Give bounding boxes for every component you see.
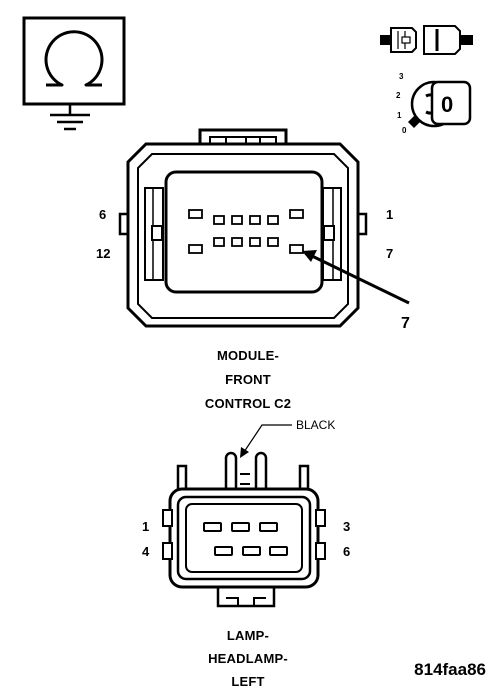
figure-id: 814faa86 (414, 660, 486, 679)
headlamp-name-line-3: LEFT (231, 674, 264, 689)
ignition-key-icon: 3 2 1 0 0 (396, 72, 472, 135)
wire-color-leader (243, 424, 292, 453)
c2-pin-label-7: 7 (386, 246, 393, 261)
ignition-position-label: 1 (397, 111, 402, 120)
c2-callout-pin-number: 7 (401, 315, 410, 332)
headlamp-pin-label-4: 4 (142, 544, 150, 559)
headlamp-pin-label-6: 6 (343, 544, 350, 559)
disconnect-connector-icon (380, 25, 473, 55)
headlamp-name-line-1: LAMP- (227, 628, 269, 643)
c2-name-line-1: MODULE- (217, 348, 279, 363)
headlamp-pin-label-3: 3 (343, 519, 350, 534)
ignition-position-label: 2 (396, 91, 401, 100)
headlamp-pin-label-1: 1 (142, 519, 149, 534)
c2-pin-label-12: 12 (96, 246, 110, 261)
module-front-control-c2-connector (118, 128, 368, 328)
c2-pin-label-6: 6 (99, 207, 106, 222)
ignition-position-label: 3 (399, 72, 404, 81)
ohmmeter-icon (22, 16, 126, 131)
c2-name-line-3: CONTROL C2 (205, 396, 291, 411)
wire-color-arrowhead (240, 447, 249, 458)
ignition-position-label: 0 (402, 126, 407, 135)
headlamp-name-line-2: HEADLAMP- (208, 651, 288, 666)
key-position-label: 0 (441, 92, 453, 117)
pin-7-callout-arrow (302, 250, 410, 305)
c2-pin-label-1: 1 (386, 207, 393, 222)
c2-name-line-2: FRONT (225, 372, 271, 387)
headlamp-left-connector (162, 451, 326, 608)
wire-color-label: BLACK (296, 418, 335, 432)
